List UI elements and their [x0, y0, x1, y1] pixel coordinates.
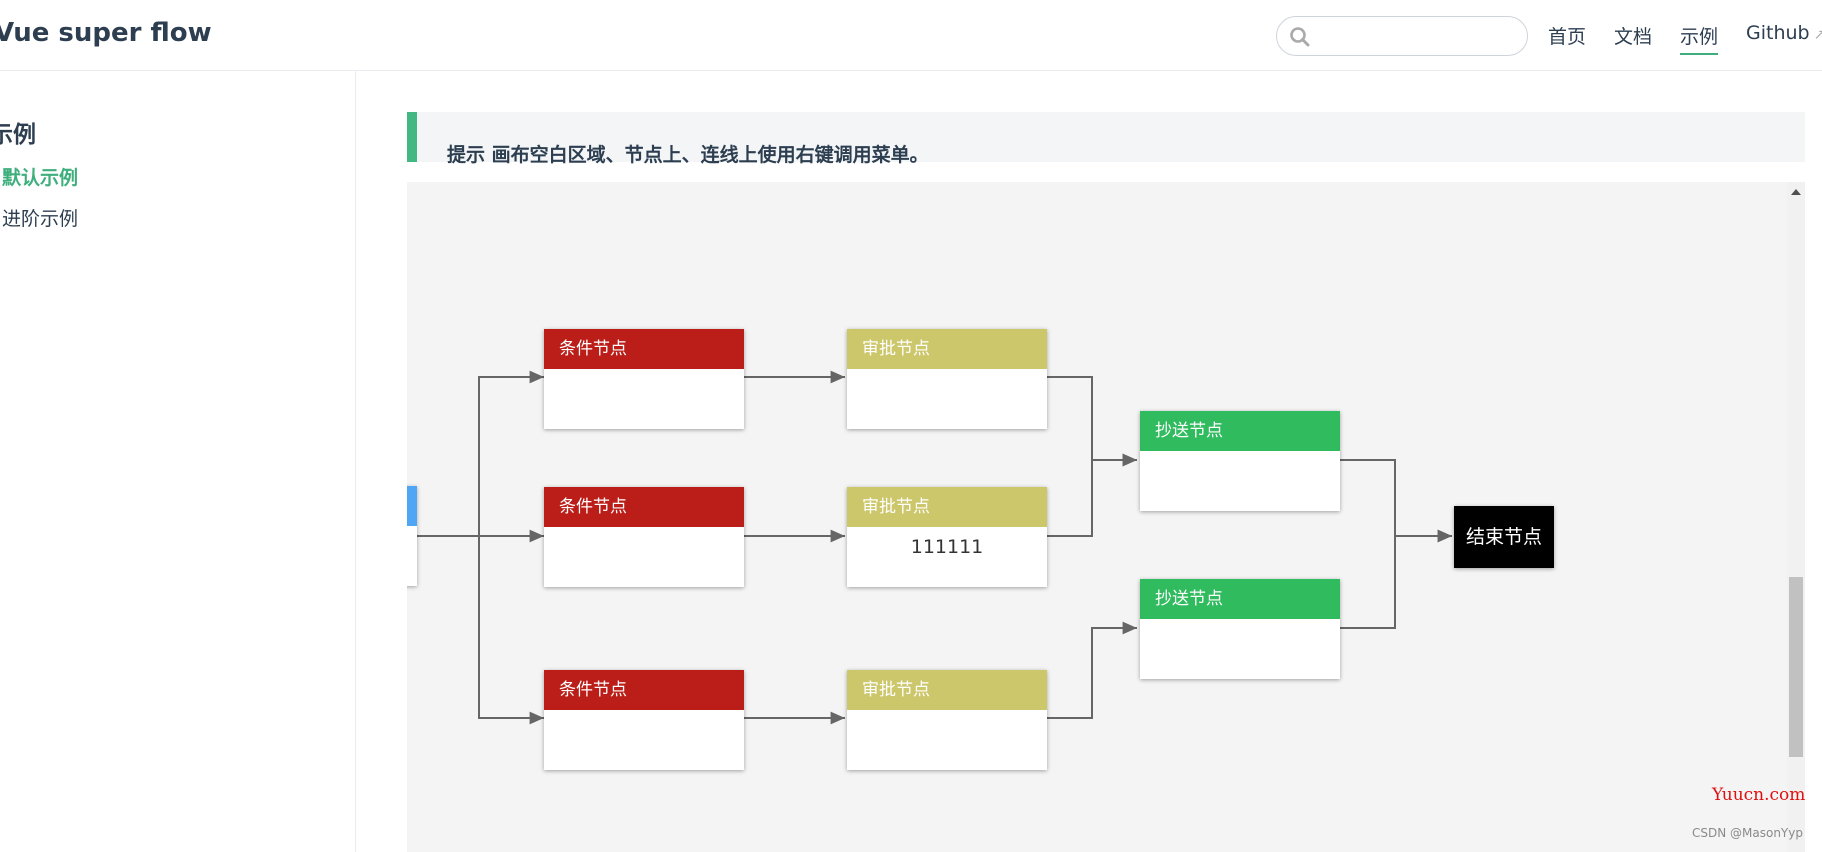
node-title: 抄送节点 — [1140, 579, 1340, 619]
nav-docs[interactable]: 文档 — [1614, 26, 1653, 48]
node-title: 条件节点 — [544, 670, 744, 710]
flow-canvas[interactable]: 条件节点 条件节点 条件节点 审批节点 审批节点 111111 审批节点 抄送节… — [407, 182, 1805, 852]
node-content — [1140, 619, 1340, 679]
cc-node[interactable]: 抄送节点 — [1140, 579, 1340, 679]
link-appr2-cc1[interactable] — [1047, 453, 1137, 537]
node-title: 审批节点 — [847, 329, 1047, 369]
flow-links — [417, 370, 1452, 725]
external-link-icon: ↗ — [1813, 27, 1822, 43]
scroll-up-arrow-icon[interactable] — [1791, 188, 1801, 196]
link-appr3-cc2[interactable] — [1047, 621, 1137, 719]
node-content — [847, 710, 1047, 770]
node-title: 审批节点 — [847, 487, 1047, 527]
nav-github[interactable]: Github↗ — [1746, 22, 1822, 44]
author-watermark: CSDN @MasonYyp — [1692, 826, 1803, 840]
node-content — [544, 527, 744, 587]
nav-home[interactable]: 首页 — [1548, 26, 1587, 48]
search-box[interactable] — [1276, 16, 1528, 56]
link-cc2-end[interactable] — [1340, 529, 1452, 629]
node-content — [544, 710, 744, 770]
link-start-cond-1[interactable] — [417, 370, 544, 537]
scrollbar-thumb[interactable] — [1789, 577, 1803, 757]
start-node[interactable] — [407, 486, 417, 586]
node-content — [1140, 451, 1340, 511]
node-title: 条件节点 — [544, 329, 744, 369]
site-title[interactable]: Vue super flow — [0, 18, 212, 48]
nav-examples[interactable]: 示例 — [1680, 22, 1719, 55]
link-cc1-end[interactable] — [1340, 459, 1452, 543]
cc-node[interactable]: 抄送节点 — [1140, 411, 1340, 511]
site-watermark: Yuucn.com — [1712, 785, 1806, 805]
start-node-header — [407, 486, 417, 526]
sidebar-item-advanced-example[interactable]: 进阶示例 — [2, 208, 79, 230]
node-content — [544, 369, 744, 429]
approval-node[interactable]: 审批节点 — [847, 329, 1047, 429]
sidebar-item-default-example[interactable]: 默认示例 — [2, 167, 79, 189]
node-title: 审批节点 — [847, 670, 1047, 710]
nav-github-label: Github — [1746, 22, 1810, 44]
node-content — [847, 369, 1047, 429]
sidebar: 示例 默认示例 进阶示例 — [0, 71, 356, 852]
condition-node[interactable]: 条件节点 — [544, 670, 744, 770]
approval-node[interactable]: 审批节点 111111 — [847, 487, 1047, 587]
link-appr1-cc1[interactable] — [1047, 376, 1137, 467]
condition-node[interactable]: 条件节点 — [544, 329, 744, 429]
end-node[interactable]: 结束节点 — [1454, 506, 1554, 568]
approval-node[interactable]: 审批节点 — [847, 670, 1047, 770]
link-start-cond-3[interactable] — [478, 536, 544, 725]
node-title: 条件节点 — [544, 487, 744, 527]
search-input[interactable] — [1317, 23, 1521, 51]
tip-text: 提示 画布空白区域、节点上、连线上使用右键调用菜单。 — [447, 144, 929, 166]
sidebar-heading: 示例 — [0, 122, 36, 148]
search-icon — [1290, 27, 1310, 47]
tip-box: 提示 画布空白区域、节点上、连线上使用右键调用菜单。 — [407, 112, 1805, 166]
top-navbar: Vue super flow 首页 文档 示例 Github↗ — [0, 0, 1822, 71]
canvas-scrollbar[interactable] — [1787, 182, 1805, 852]
node-content: 111111 — [910, 536, 984, 558]
node-title: 抄送节点 — [1140, 411, 1340, 451]
condition-node[interactable]: 条件节点 — [544, 487, 744, 587]
